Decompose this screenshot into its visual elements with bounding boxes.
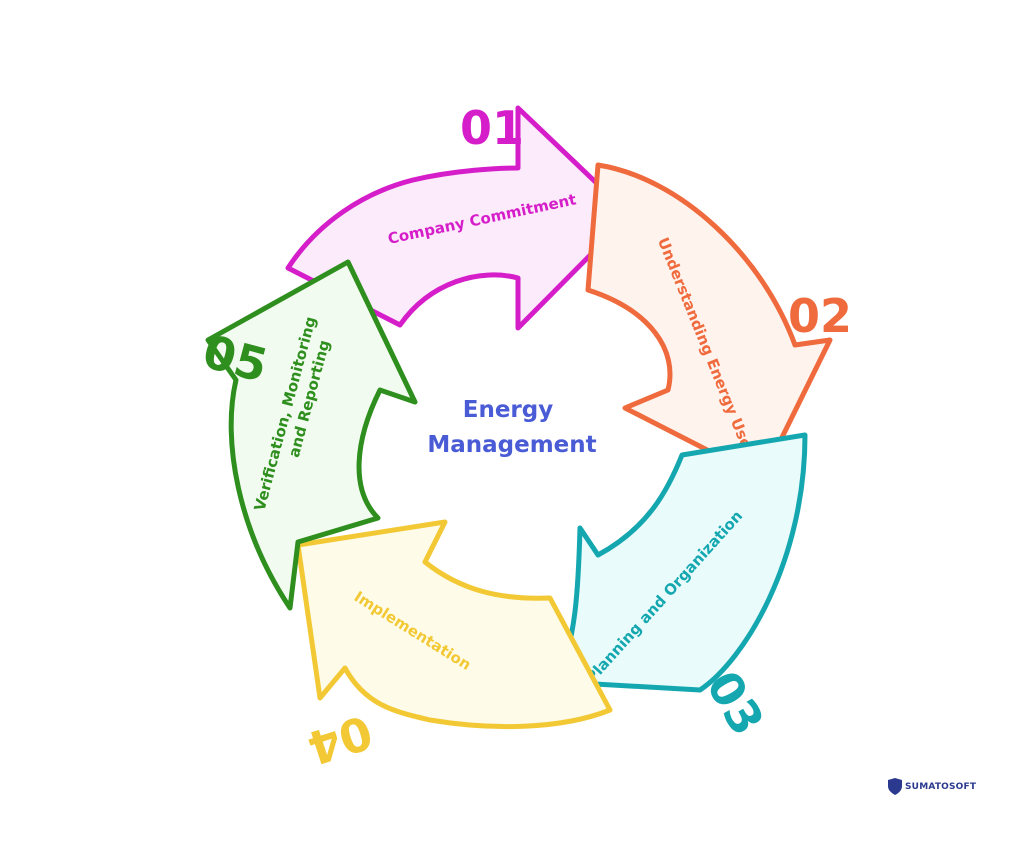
step-05-arrow: 05 Verification, Monitoring and Reportin…: [197, 259, 418, 611]
step-03-arrow: 03 Planning and Organization: [557, 432, 808, 744]
step-04-number: 04: [301, 704, 379, 775]
step-02-arrow-shape: [585, 162, 833, 481]
center-title-line-2: Management: [427, 432, 596, 458]
step-02-number: 02: [788, 289, 852, 343]
step-01-arrow-shape: [285, 105, 633, 331]
step-04-arrow: 04 Implementation: [295, 519, 613, 775]
step-04-arrow-shape: [295, 519, 613, 730]
step-01-number: 01: [460, 101, 524, 155]
center-title-line-1: Energy: [463, 397, 553, 423]
logo-text: SUMATOSOFT: [905, 782, 977, 792]
step-02-arrow: 02 Understanding Energy Use: [585, 162, 852, 481]
shield-icon: [888, 778, 902, 795]
sumatosoft-logo: SUMATOSOFT: [888, 778, 977, 795]
step-01-arrow: 01 Company Commitment: [285, 101, 633, 331]
step-05-arrow-shape: [205, 259, 418, 611]
